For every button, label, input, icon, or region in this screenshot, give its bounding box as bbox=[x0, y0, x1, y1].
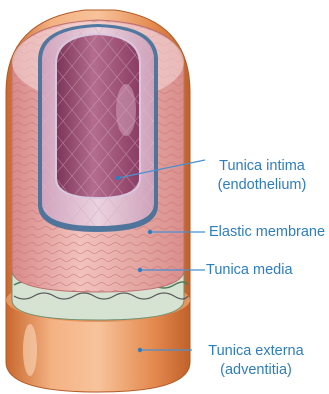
label-tunica-externa-line1: Tunica externa bbox=[193, 342, 319, 361]
lumen bbox=[56, 34, 140, 198]
label-elastic-membrane: Elastic membrane bbox=[209, 223, 325, 242]
label-elastic-membrane-text: Elastic membrane bbox=[209, 223, 325, 242]
label-tunica-intima-line1: Tunica intima bbox=[203, 157, 321, 176]
leader-dot-tunica-media bbox=[138, 268, 142, 272]
leader-dot-elastic-membrane bbox=[148, 230, 152, 234]
label-tunica-media-text: Tunica media bbox=[206, 261, 293, 280]
label-tunica-media: Tunica media bbox=[206, 261, 293, 280]
leader-dot-tunica-externa bbox=[138, 348, 142, 352]
label-tunica-externa-line2: (adventitia) bbox=[193, 361, 319, 380]
leader-dot-tunica-intima bbox=[116, 176, 120, 180]
label-tunica-intima: Tunica intima (endothelium) bbox=[203, 157, 321, 195]
label-tunica-externa: Tunica externa (adventitia) bbox=[193, 342, 319, 380]
label-tunica-intima-line2: (endothelium) bbox=[203, 176, 321, 195]
